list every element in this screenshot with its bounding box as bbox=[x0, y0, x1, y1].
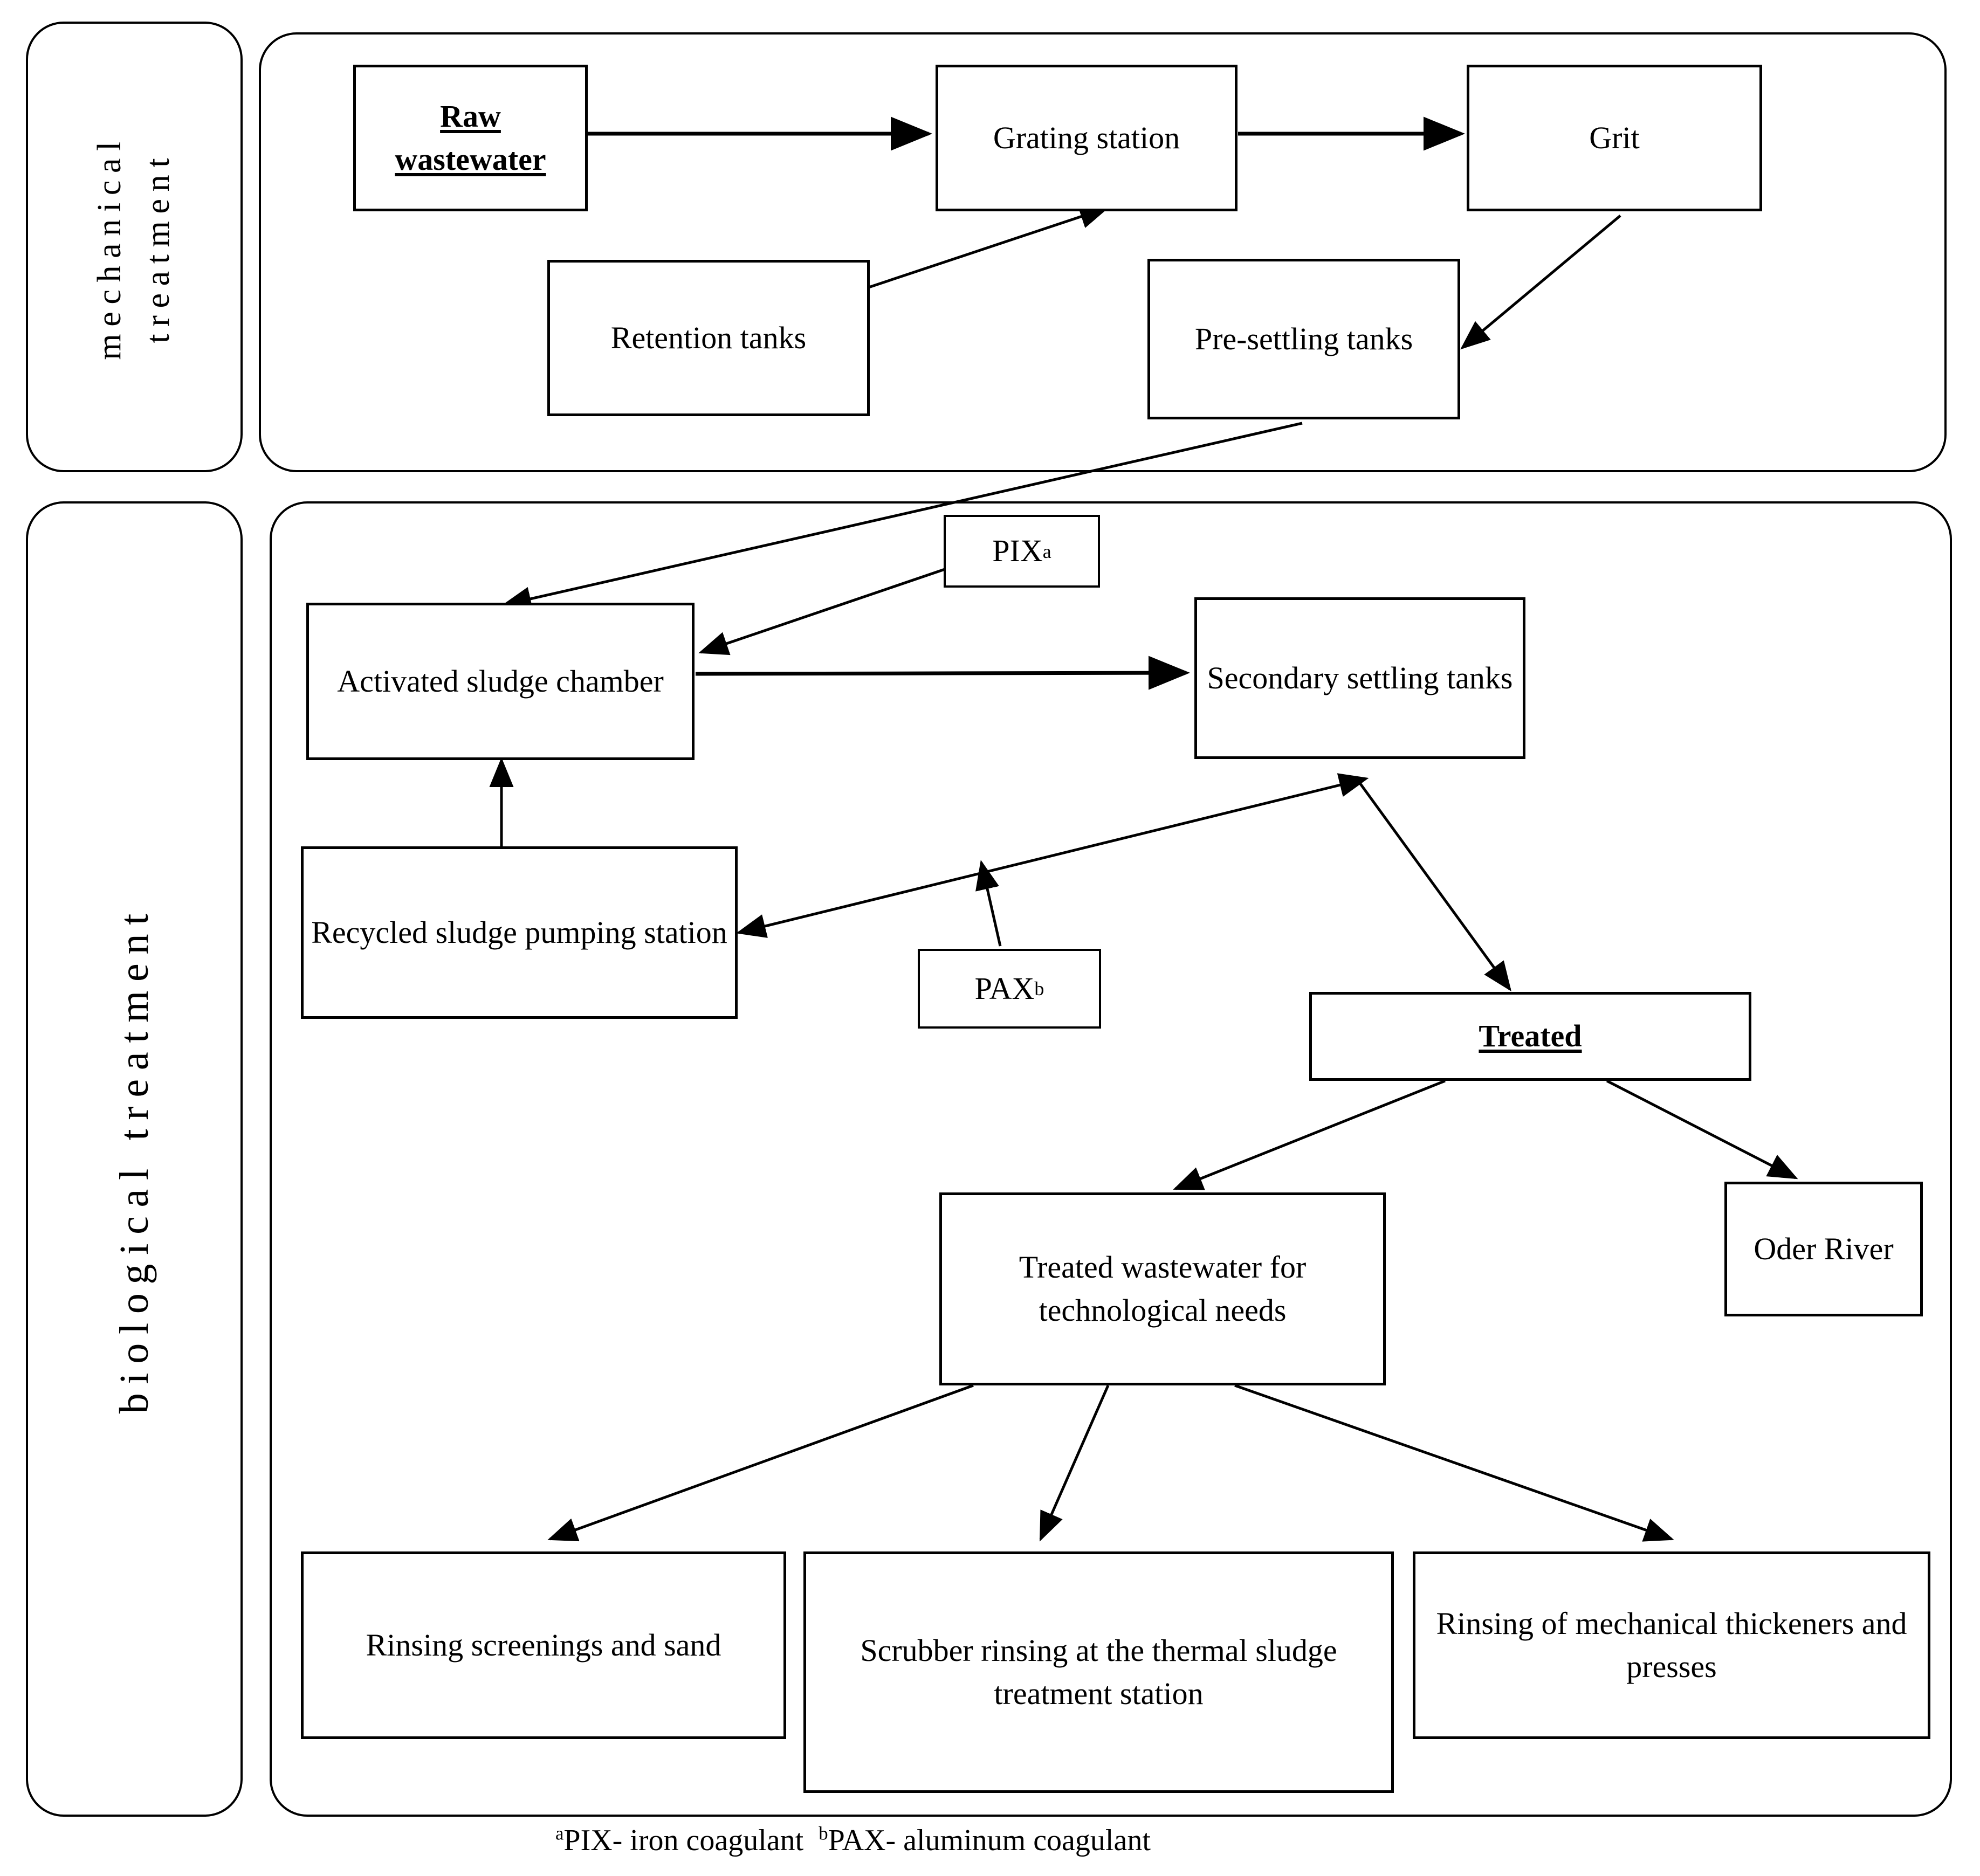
footnote-pix-marker: a bbox=[555, 1823, 564, 1844]
node-scrubber-rinsing-thermal-sludge-label: Scrubber rinsing at the thermal sludge t… bbox=[860, 1632, 1337, 1711]
mechanical-treatment-text: mechanical treatment bbox=[86, 134, 183, 360]
node-raw-wastewater-label: Raw wastewater bbox=[395, 98, 546, 177]
node-rinsing-screenings-and-sand[interactable]: Rinsing screenings and sand bbox=[301, 1551, 786, 1739]
node-oder-river-label: Oder River bbox=[1754, 1231, 1894, 1266]
node-grating-station-label: Grating station bbox=[993, 120, 1180, 155]
node-treated-wastewater-tech-needs[interactable]: Treated wastewater for technological nee… bbox=[939, 1192, 1386, 1385]
node-recycled-sludge-pumping-station[interactable]: Recycled sludge pumping station bbox=[301, 846, 738, 1019]
node-activated-sludge-chamber-label: Activated sludge chamber bbox=[337, 663, 664, 699]
node-pix-label: PIX bbox=[992, 533, 1043, 569]
node-scrubber-rinsing-thermal-sludge[interactable]: Scrubber rinsing at the thermal sludge t… bbox=[803, 1551, 1394, 1793]
node-pre-settling-tanks[interactable]: Pre-settling tanks bbox=[1147, 259, 1460, 419]
node-retention-tanks[interactable]: Retention tanks bbox=[547, 260, 870, 416]
mechanical-treatment-line2: treatment bbox=[140, 150, 176, 343]
node-grit-label: Grit bbox=[1589, 120, 1640, 155]
node-recycled-sludge-pumping-station-label: Recycled sludge pumping station bbox=[311, 914, 727, 950]
node-oder-river[interactable]: Oder River bbox=[1724, 1182, 1923, 1316]
footnote-pix-text: PIX- iron coagulant bbox=[563, 1824, 804, 1857]
footnote-coagulants: aPIX- iron coagulant bPAX- aluminum coag… bbox=[555, 1823, 1151, 1858]
node-secondary-settling-tanks[interactable]: Secondary settling tanks bbox=[1194, 597, 1525, 759]
node-retention-tanks-label: Retention tanks bbox=[610, 320, 807, 355]
node-grit[interactable]: Grit bbox=[1467, 65, 1762, 211]
section-label-mechanical-treatment: mechanical treatment bbox=[26, 22, 243, 472]
node-rinsing-thickeners-and-presses-label: Rinsing of mechanical thickeners and pre… bbox=[1436, 1605, 1907, 1684]
node-secondary-settling-tanks-label: Secondary settling tanks bbox=[1207, 660, 1513, 695]
node-rinsing-screenings-and-sand-label: Rinsing screenings and sand bbox=[366, 1627, 721, 1663]
section-label-biological-treatment: biological treatment bbox=[26, 501, 243, 1817]
node-pax-label: PAX bbox=[974, 970, 1035, 1006]
node-treated-wastewater-tech-needs-label: Treated wastewater for technological nee… bbox=[1019, 1249, 1307, 1328]
node-treated[interactable]: Treated bbox=[1309, 992, 1751, 1081]
footnote-pax-text: PAX- aluminum coagulant bbox=[828, 1824, 1151, 1857]
node-treated-label: Treated bbox=[1479, 1018, 1582, 1054]
node-rinsing-thickeners-and-presses[interactable]: Rinsing of mechanical thickeners and pre… bbox=[1413, 1551, 1930, 1739]
node-grating-station[interactable]: Grating station bbox=[936, 65, 1238, 211]
node-pre-settling-tanks-label: Pre-settling tanks bbox=[1194, 321, 1413, 356]
node-raw-wastewater[interactable]: Raw wastewater bbox=[353, 65, 588, 211]
biological-treatment-text: biological treatment bbox=[111, 904, 157, 1414]
mechanical-treatment-line1: mechanical bbox=[91, 134, 128, 360]
footnote-pax-marker: b bbox=[819, 1823, 828, 1844]
node-activated-sludge-chamber[interactable]: Activated sludge chamber bbox=[306, 603, 695, 760]
